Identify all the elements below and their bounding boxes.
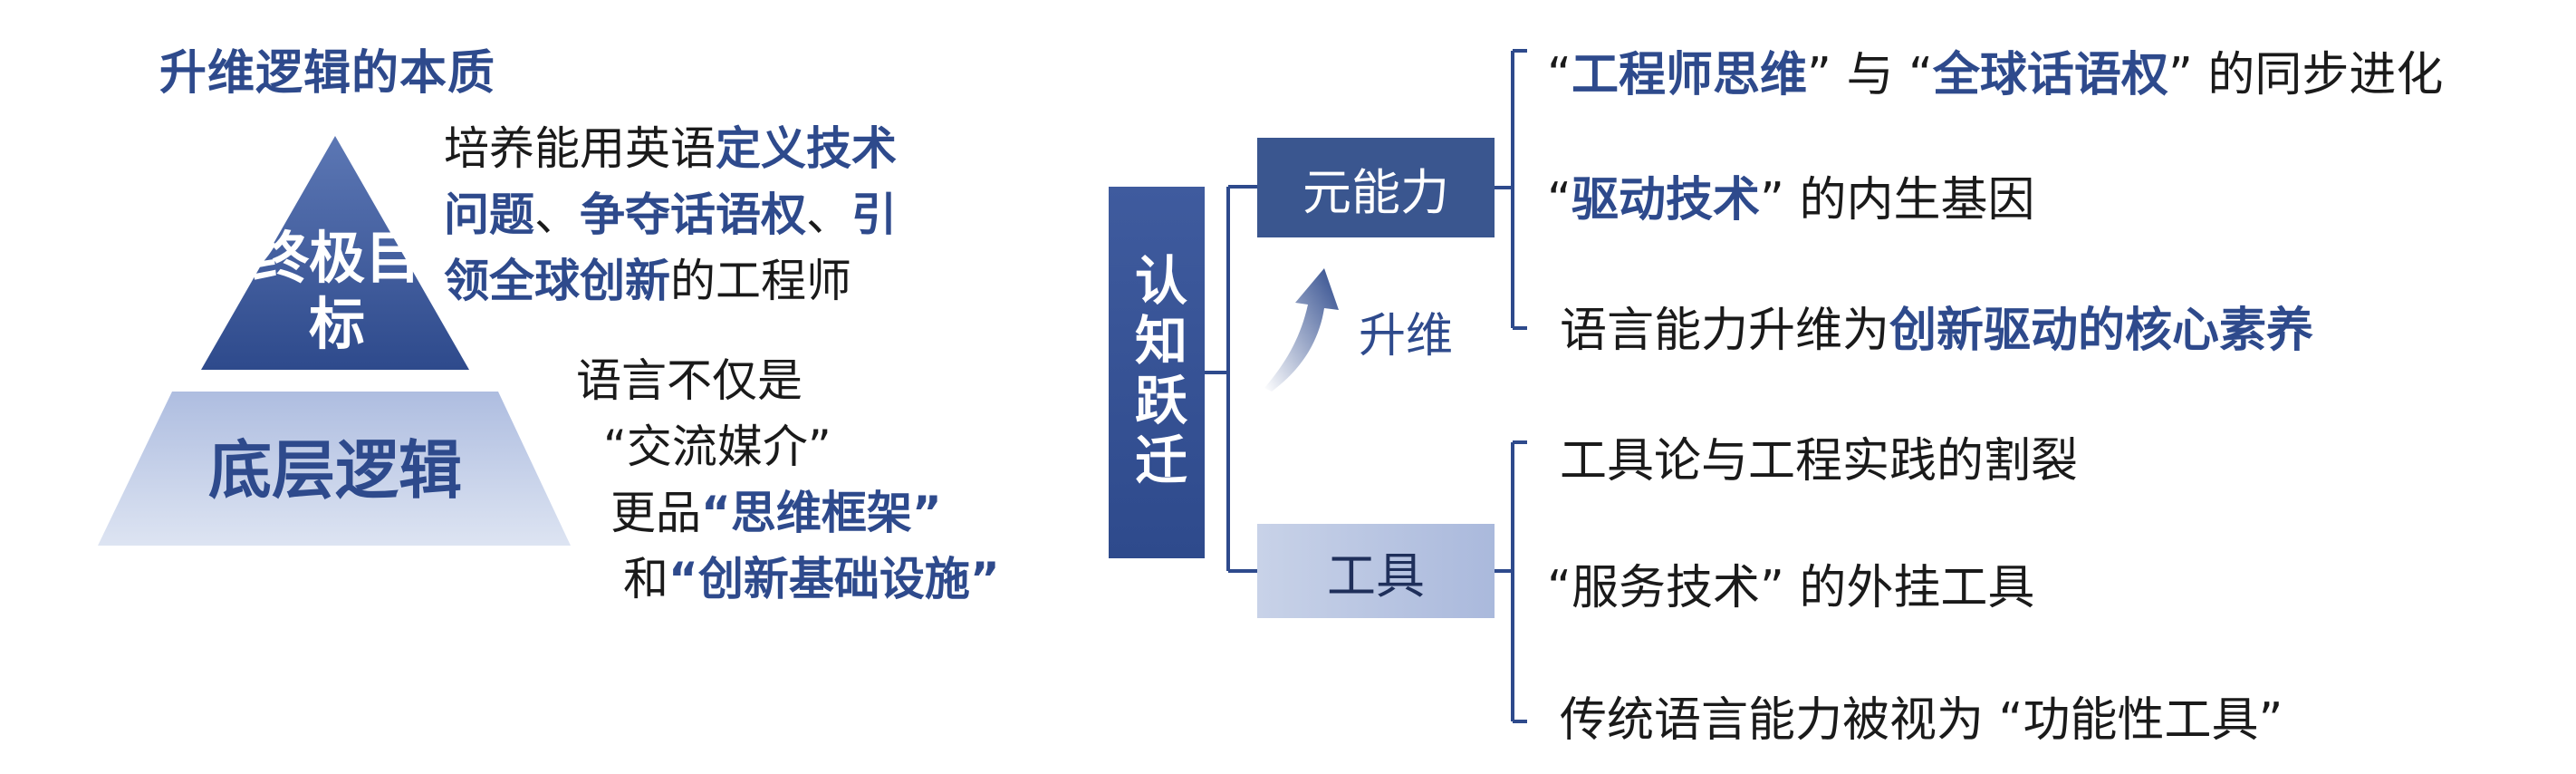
top-desc-highlight: 引 — [851, 189, 897, 241]
pyramid-bottom-label: 底层逻辑 — [208, 433, 462, 508]
item-text: “ — [1547, 48, 1572, 102]
top-description: 培养能用英语定义技术 问题、争夺话语权、引 领全球创新的工程师 — [444, 116, 897, 314]
cognitive-leap-box: 认知跃迁 — [1109, 187, 1205, 558]
item-text: ” 的内生基因 — [1759, 173, 2035, 227]
item-external-tool: “服务技术” 的外挂工具 — [1547, 561, 2035, 615]
upgrade-arrow — [1264, 268, 1339, 392]
pyramid-bottom — [98, 392, 571, 546]
item-highlight: 驱动技术 — [1571, 173, 1760, 227]
item-functional-tool: 传统语言能力被视为 “功能性工具” — [1560, 693, 2283, 748]
meta-ability-box: 元能力 — [1257, 138, 1495, 237]
bottom-desc-highlight: “创新基础设施” — [668, 553, 1000, 605]
top-desc-separator: 、 — [534, 189, 580, 241]
top-desc-highlight: 争夺话语权 — [580, 189, 806, 241]
top-desc-separator: 、 — [806, 189, 851, 241]
top-desc-text: 培养能用英语 — [444, 122, 716, 175]
item-tool-split: 工具论与工程实践的割裂 — [1560, 434, 2079, 489]
top-desc-highlight: 定义技术 — [716, 122, 897, 175]
pyramid-top-label: 终极目标 — [252, 225, 421, 358]
tool-box: 工具 — [1257, 524, 1495, 618]
item-drive-technology: “驱动技术” 的内生基因 — [1547, 161, 2034, 229]
top-group-bracket — [1495, 49, 1527, 330]
top-desc-highlight: 问题 — [444, 189, 534, 241]
upgrade-label: 升维 — [1359, 309, 1454, 363]
item-highlight: 创新驱动的核心素养 — [1889, 304, 2314, 358]
center-connector — [1205, 185, 1257, 573]
bottom-desc-text: 和 — [623, 553, 668, 605]
item-text: “ — [1547, 173, 1572, 227]
top-desc-line3: 领全球创新的工程师 — [444, 248, 897, 314]
top-desc-highlight: 领全球创新 — [444, 255, 670, 307]
pyramid-top — [201, 136, 469, 370]
bottom-group-bracket — [1495, 440, 1527, 723]
item-highlight: 全球话语权 — [1932, 48, 2168, 102]
bottom-desc-line1: 语言不仅是 — [576, 354, 803, 407]
item-highlight: 工程师思维 — [1571, 48, 1807, 102]
item-core-literacy: 语言能力升维为创新驱动的核心素养 — [1560, 292, 2313, 360]
bottom-desc-text: 更品 — [610, 487, 701, 539]
top-desc-line2: 问题、争夺话语权、引 — [444, 182, 897, 248]
top-desc-line1: 培养能用英语定义技术 — [444, 116, 897, 182]
diagram-title: 升维逻辑的本质 — [159, 46, 496, 101]
top-desc-text: 的工程师 — [670, 255, 851, 307]
bottom-desc-line4: 和“创新基础设施” — [576, 547, 1000, 613]
bottom-description: 语言不仅是 “交流媒介” 更品“思维框架” 和“创新基础设施” — [576, 348, 1000, 613]
bottom-desc-highlight: “思维框架” — [701, 487, 942, 539]
item-text: 语言能力升维为 — [1560, 304, 1890, 358]
item-text: ” 的同步进化 — [2167, 48, 2444, 102]
item-engineer-thinking: “工程师思维” 与 “全球话语权” 的同步进化 — [1547, 36, 2443, 104]
bottom-desc-line2: “交流媒介” — [603, 421, 831, 473]
bottom-desc-line3: 更品“思维框架” — [576, 480, 1000, 547]
item-text: ” 与 “ — [1806, 48, 1933, 102]
